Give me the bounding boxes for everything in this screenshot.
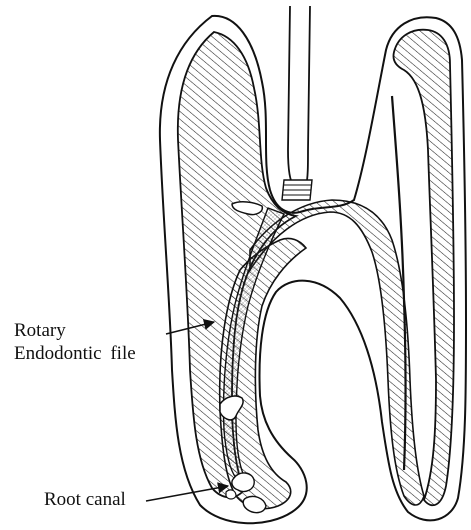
file-stopper (282, 180, 312, 200)
file-label-line1: Rotary (14, 320, 66, 342)
root-canal-label: Root canal (44, 489, 126, 511)
file-label-line2: Endodontic file (14, 343, 136, 365)
file-shaft (288, 6, 310, 186)
